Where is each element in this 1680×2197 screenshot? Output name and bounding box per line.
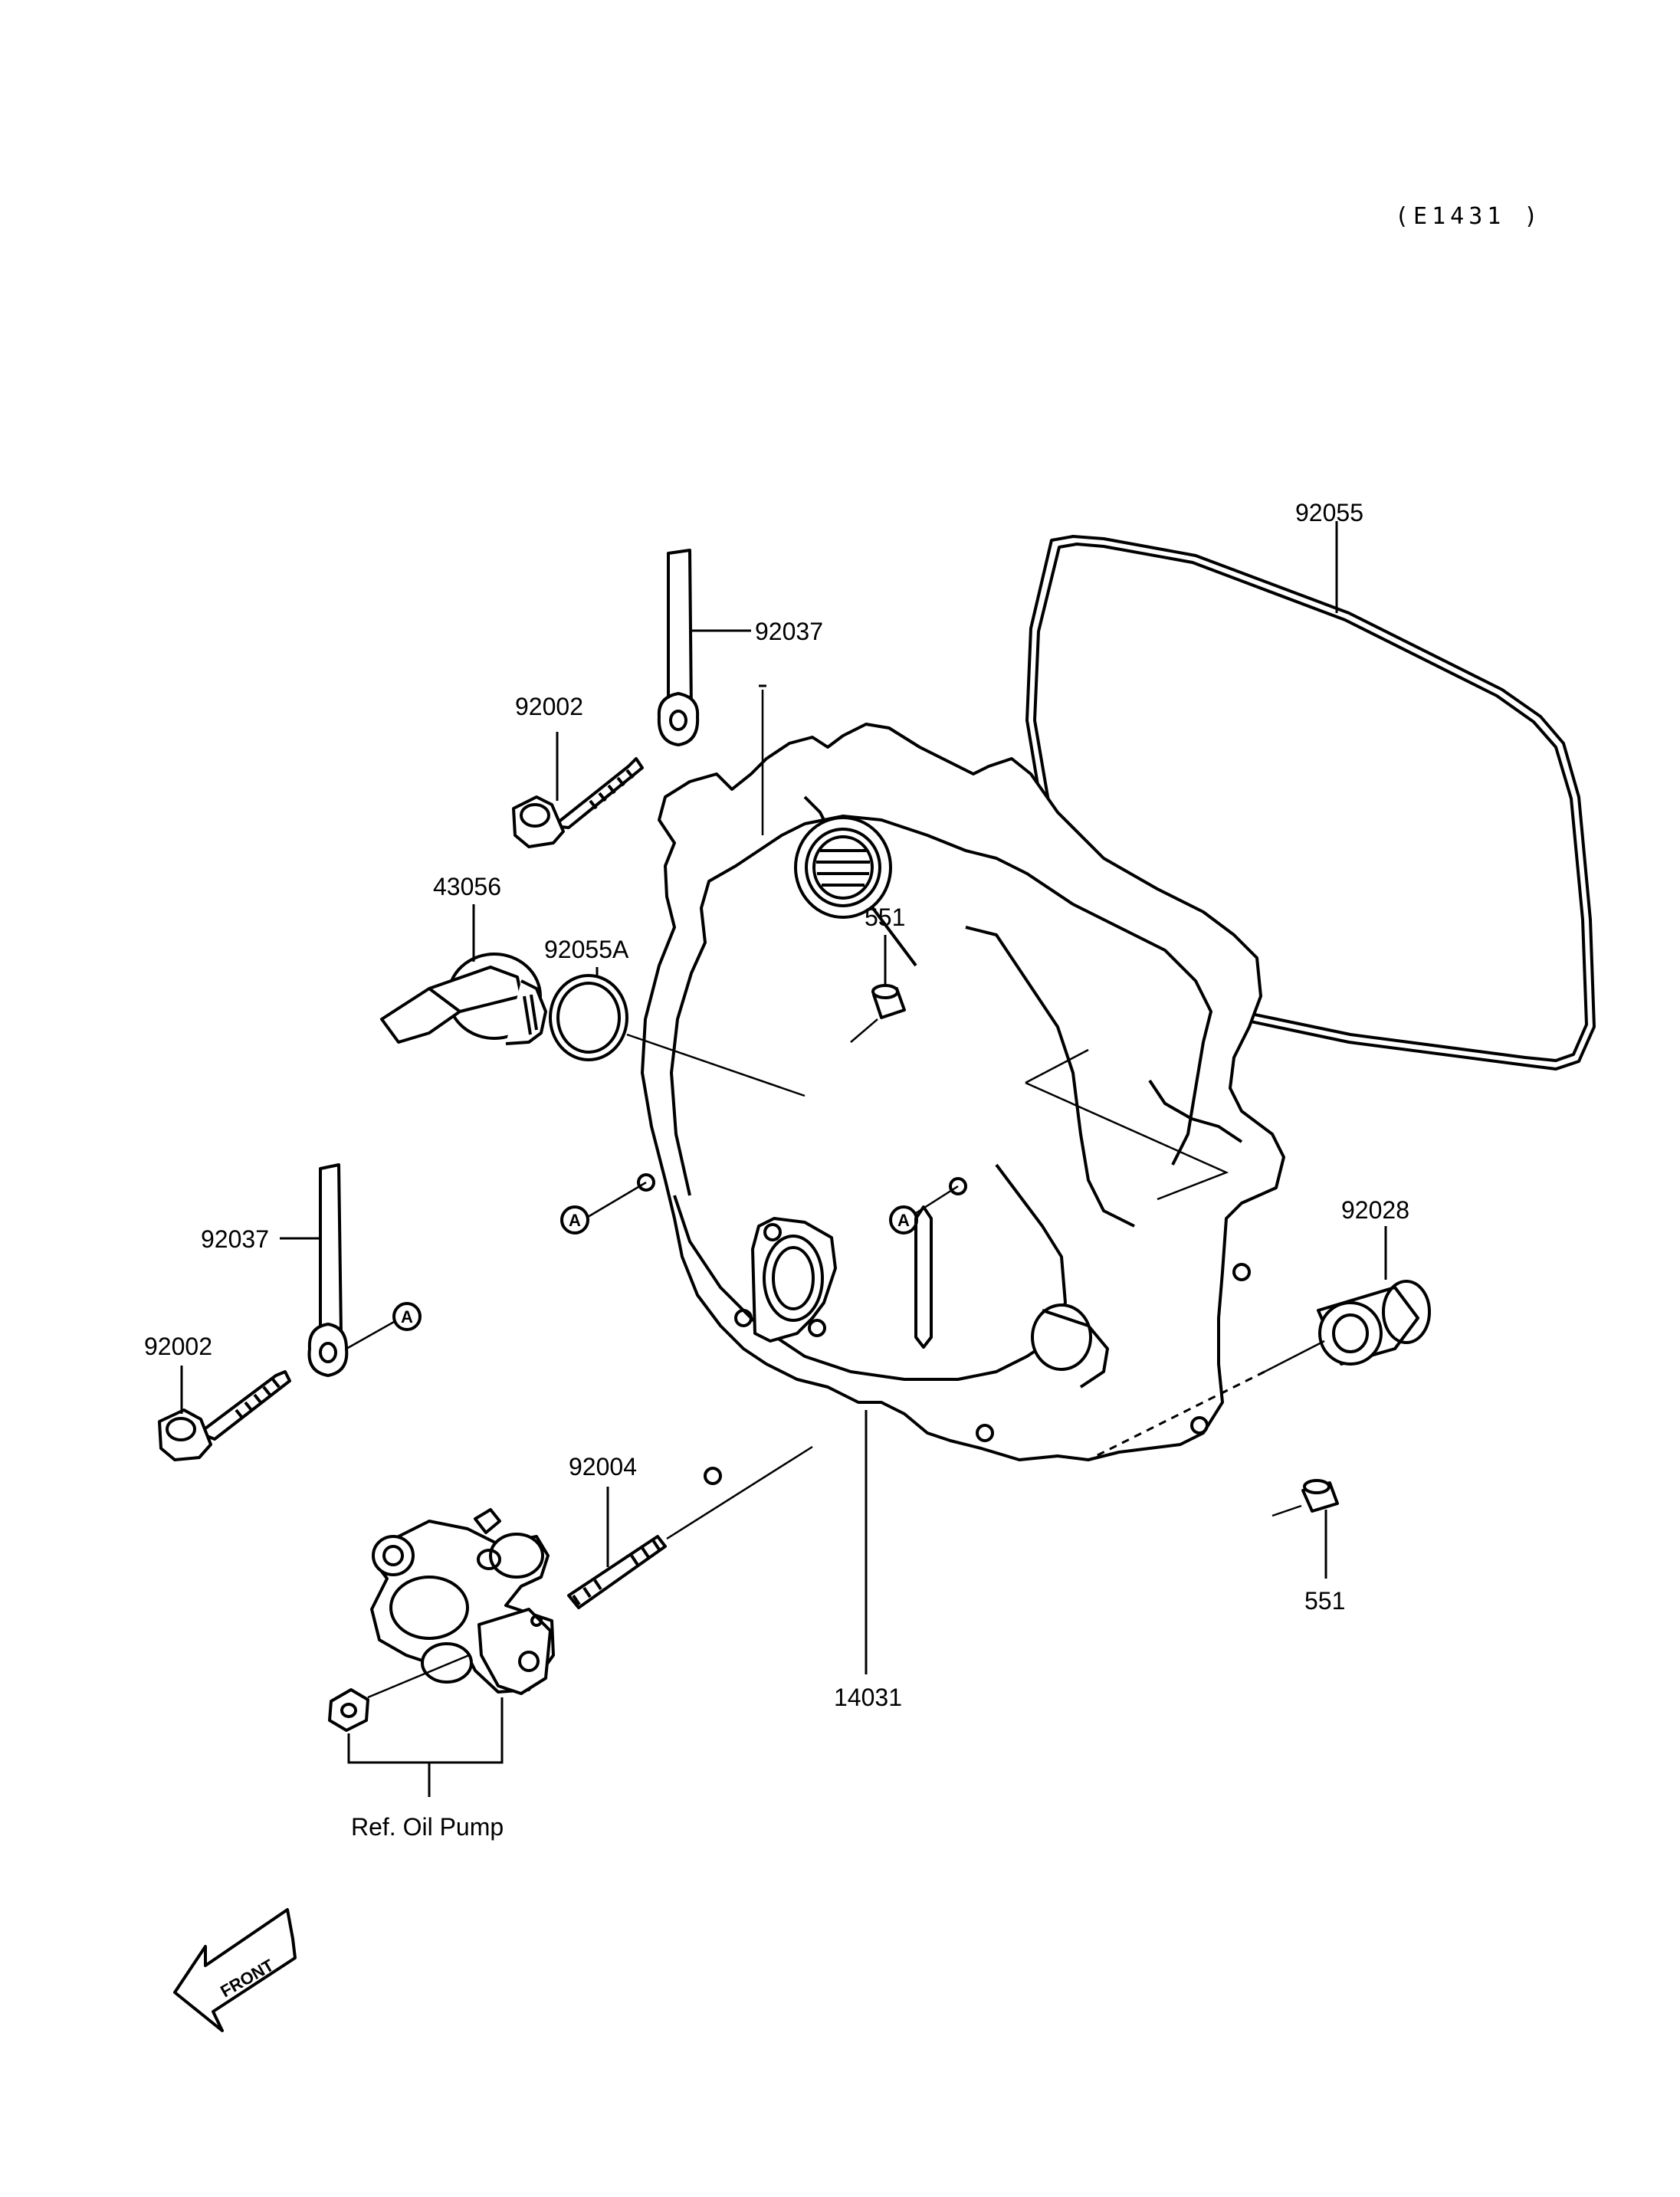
bolt-top — [512, 757, 644, 848]
stud — [567, 1535, 667, 1609]
cover-rib — [914, 1205, 933, 1349]
marker-a-right: A — [889, 1205, 918, 1235]
filler-neck — [794, 816, 892, 919]
cable-holder-top — [657, 549, 700, 746]
o-ring-small — [549, 974, 628, 1061]
svg-text:A: A — [569, 1211, 581, 1230]
label-o-ring-large: 92055 — [1295, 499, 1363, 526]
cable-holder-left — [307, 1163, 349, 1377]
label-oil-filler-cap: 43056 — [433, 873, 501, 900]
dowel-pin-right — [1301, 1479, 1339, 1513]
svg-text:A: A — [897, 1211, 910, 1230]
generator-cover — [641, 723, 1285, 1461]
dowel-pin-top — [871, 984, 906, 1019]
diagram-code: (E1431 ) — [1395, 203, 1543, 230]
callout-frame — [1025, 1048, 1229, 1201]
label-cable-holder-top: 92037 — [755, 618, 823, 645]
label-dowel-pin-top: 551 — [865, 903, 905, 931]
label-o-ring-small: 92055A — [544, 936, 629, 963]
front-label: FRONT — [217, 1956, 277, 2002]
pump-nut — [328, 1688, 369, 1732]
label-cable-holder-left: 92037 — [201, 1225, 269, 1253]
label-cover: 14031 — [834, 1684, 902, 1711]
bolt-left — [158, 1370, 291, 1461]
label-bushing: 92028 — [1341, 1196, 1409, 1224]
marker-a-left: A — [560, 1205, 589, 1235]
marker-a-cable: A — [392, 1302, 422, 1331]
label-bolt-left: 92002 — [144, 1333, 212, 1360]
cover-bolt-holes — [637, 1173, 1251, 1485]
svg-text:A: A — [401, 1307, 413, 1326]
bushing — [1317, 1280, 1431, 1366]
label-stud: 92004 — [569, 1453, 637, 1481]
crank-boss — [751, 1217, 837, 1343]
side-boss — [1031, 1303, 1109, 1389]
label-bolt-top: 92002 — [515, 693, 583, 720]
oil-pump — [370, 1508, 555, 1695]
front-arrow-icon: FRONT — [173, 1908, 297, 2032]
oil-filler-cap — [380, 953, 547, 1045]
label-dowel-pin-right: 551 — [1304, 1587, 1345, 1615]
ref-oil-pump-note: Ref. Oil Pump — [351, 1813, 504, 1841]
